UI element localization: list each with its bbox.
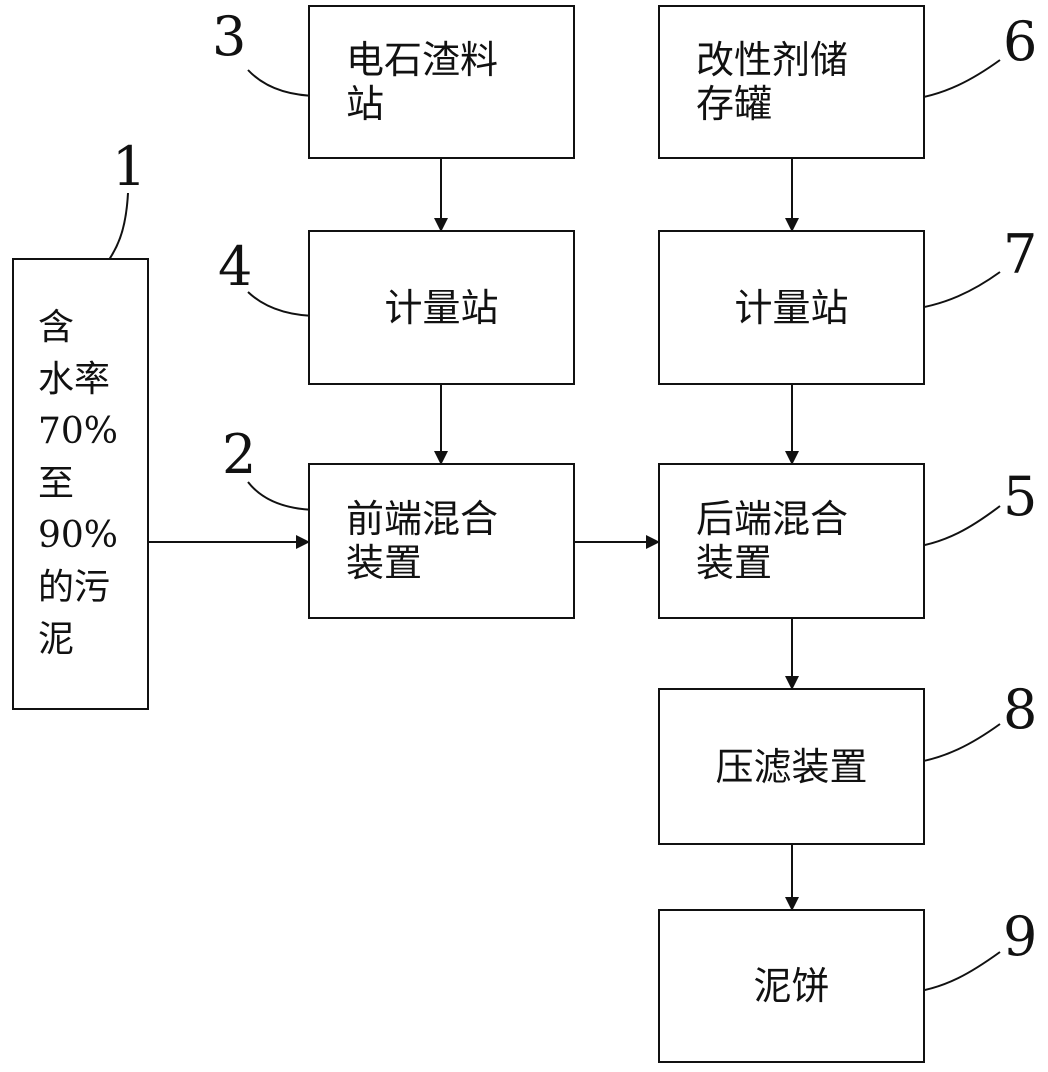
ref-number-1: 1 — [112, 135, 147, 198]
metering-station-right-box: 计量站 — [658, 230, 925, 385]
modifier-tank-label: 改性剂储 存罐 — [696, 38, 849, 126]
carbide-slag-station-box: 电石渣料 站 — [308, 5, 575, 159]
modifier-tank-box: 改性剂储 存罐 — [658, 5, 925, 159]
filter-press-label: 压滤装置 — [715, 744, 868, 789]
ref-number-5: 5 — [1003, 465, 1038, 528]
mud-cake-label: 泥饼 — [753, 964, 830, 1008]
rear-mixer-box: 后端混合 装置 — [658, 463, 925, 619]
carbide-slag-station-label: 电石渣料 站 — [346, 38, 499, 126]
front-mixer-label: 前端混合 装置 — [346, 497, 499, 585]
ref-number-7: 7 — [1003, 223, 1038, 286]
metering-station-right-label: 计量站 — [734, 285, 849, 330]
rear-mixer-label: 后端混合 装置 — [696, 497, 849, 585]
metering-station-left-label: 计量站 — [384, 285, 499, 330]
sludge-input-label: 含 水率 70% 至 90% 的污 泥 — [38, 307, 119, 660]
metering-station-left-box: 计量站 — [308, 230, 575, 385]
ref-number-3: 3 — [212, 5, 247, 68]
front-mixer-box: 前端混合 装置 — [308, 463, 575, 619]
ref-number-9: 9 — [1003, 905, 1038, 968]
ref-number-4: 4 — [218, 235, 253, 298]
ref-number-2: 2 — [222, 423, 257, 486]
filter-press-box: 压滤装置 — [658, 688, 925, 845]
sludge-input-box: 含 水率 70% 至 90% 的污 泥 — [12, 258, 149, 710]
ref-number-6: 6 — [1003, 10, 1038, 73]
mud-cake-box: 泥饼 — [658, 909, 925, 1063]
ref-number-8: 8 — [1003, 678, 1038, 741]
